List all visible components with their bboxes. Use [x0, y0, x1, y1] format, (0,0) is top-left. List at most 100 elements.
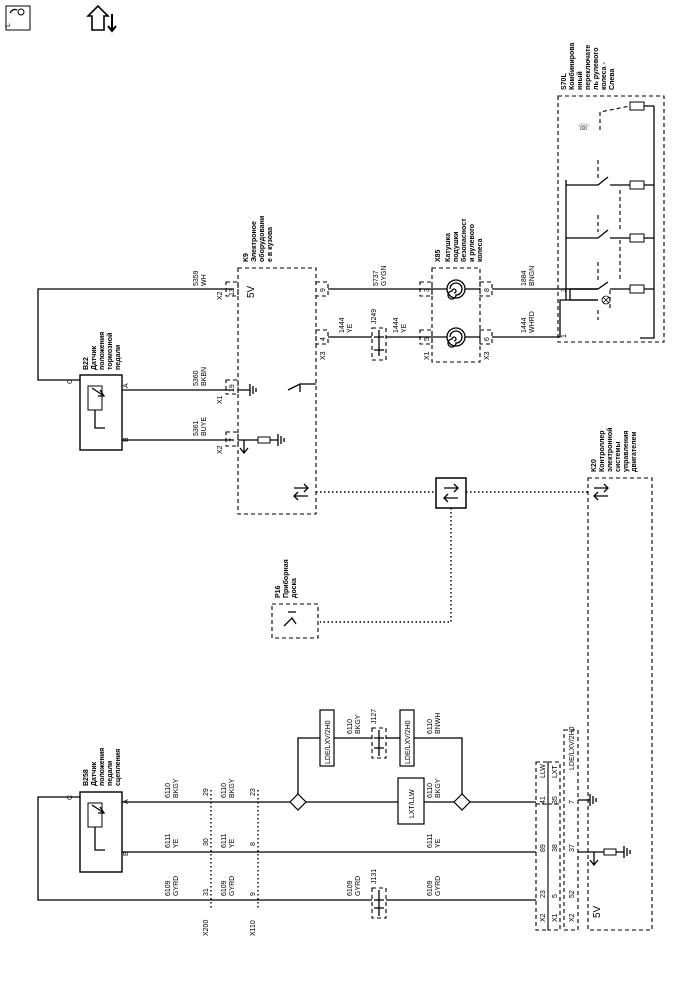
b258-name: Датчикположенияпедалисцепления: [91, 748, 122, 786]
k9-resistor: [257, 436, 271, 444]
k20-pin-38: 38: [552, 844, 559, 852]
k20-module: [587, 477, 653, 931]
wire-1884-color: BNGN: [529, 266, 536, 286]
wire-1444-c-circuit: 1444: [521, 317, 528, 333]
j127-box: [371, 727, 387, 759]
k9-x3-9-pin: 9: [320, 288, 327, 292]
k20-x2-conn-b: X2: [569, 913, 576, 922]
wire-1884-circuit: 1884: [521, 270, 528, 286]
k20-x1-box: [547, 803, 561, 931]
wire-5361-circuit: 5361: [193, 420, 200, 436]
option-junction-1: [289, 793, 307, 811]
k20-pin-7: 7: [569, 800, 576, 804]
k9-x3-4-conn: X3: [320, 351, 327, 360]
k20-voltage: 5V: [592, 905, 603, 918]
p16-module: [271, 603, 319, 639]
k20-opt-label: LDE/LXV/2H0: [569, 726, 576, 770]
x85-module: [431, 267, 481, 363]
x85-x1-conn: X1: [424, 351, 431, 360]
s70l-internal-circuit: ☏: [565, 101, 655, 339]
wire-1444-c: [492, 299, 598, 338]
opt3-label: LXT/LLW: [409, 789, 416, 818]
k9-x1-19-conn: X1: [217, 395, 224, 404]
x85-pin5: 5: [424, 337, 431, 341]
b258-sensor: [79, 791, 123, 873]
j131-box: [371, 887, 387, 919]
s70l-pin1: 1: [561, 334, 568, 338]
comm-line-p16: [320, 508, 452, 623]
x110-pin-23: 23: [250, 788, 257, 796]
comm-gateway-box: [435, 477, 467, 509]
comm-gateway-icon: [443, 483, 459, 503]
k9-ground-1: [238, 384, 257, 396]
k9-x2-7-conn: X2: [217, 445, 224, 454]
k9-x2-7-box: [225, 431, 239, 447]
x200-pin-31: 31: [203, 888, 210, 896]
s70l-module: [557, 95, 665, 343]
x85-internal: [432, 288, 480, 338]
wire-6110-b-color: BKGY: [229, 778, 236, 798]
k20-pin-52: 52: [569, 890, 576, 898]
b22-sensor: [79, 374, 123, 451]
x85-pin3-box: [419, 281, 433, 297]
b22-name: Датчикположениятормознойпедали: [91, 332, 122, 370]
k9-switch: [287, 382, 316, 392]
wire-5359-circuit: 5359: [193, 270, 200, 286]
k20-ref: K20: [591, 459, 598, 472]
k20-comm-icon: [593, 483, 609, 501]
p16-icon: [283, 611, 297, 627]
wire-5361-color: BUYE: [201, 417, 208, 436]
k9-x3-4-box: [315, 329, 329, 345]
k9-x3-9-box: [315, 281, 329, 297]
k20-lxt: LXT: [552, 764, 559, 778]
wire-6111-a-circuit: 6111: [165, 833, 172, 848]
k9-x3-4-pin: 4: [320, 337, 327, 341]
x110-pin-9: 9: [250, 892, 257, 896]
wire-5737-color: GYGN: [381, 265, 388, 286]
k9-x1-19-pin: 19: [229, 384, 236, 392]
wire-6110-d-color: BNWH: [435, 713, 442, 734]
k9-x2-13-conn: X2: [217, 291, 224, 300]
location-icon[interactable]: L: [5, 5, 31, 31]
wire-6110-branch: [297, 737, 320, 794]
wire-1444-b-circuit: 1444: [393, 317, 400, 333]
opt1-label: LDE/LXV/2H0: [325, 720, 332, 764]
k20-ground-1: [578, 794, 597, 806]
wire-5359-color: WH: [201, 274, 208, 286]
wire-6111-b-color: YE: [229, 838, 236, 848]
j249-splice: [374, 330, 384, 356]
j131-ref: J131: [371, 869, 378, 884]
x85-pin8: 8: [484, 288, 491, 292]
wire-6109-c-circuit: 6109: [347, 880, 354, 896]
k20-pin-5: 5: [552, 894, 559, 898]
wire-6110-e-circuit: 6110: [427, 783, 434, 798]
option-junction-2: [453, 793, 471, 811]
wire-1444-a-circuit: 1444: [339, 317, 346, 333]
j127-splice: [374, 730, 384, 756]
j249-box: [371, 327, 387, 361]
wire-5360-circuit: 5360: [193, 370, 200, 386]
wire-6110-d: [414, 737, 463, 794]
k9-name: Электроноеоборудование в кузова: [251, 216, 274, 262]
k20-pin-23: 23: [540, 890, 547, 898]
b258-ref: B258: [83, 769, 90, 786]
b258-pin-b: B: [123, 851, 130, 856]
opt2-label: LDE/LXV/2H0: [405, 720, 412, 764]
k9-ground-2: [270, 434, 285, 446]
k20-llw-box: [535, 761, 549, 805]
s70l-name: Комбинированныйпереключатель рулевогокол…: [568, 43, 616, 90]
x85-pin5-box: [419, 329, 433, 345]
wire-6110-a-color: BKGY: [173, 778, 180, 798]
k9-comm-icon: [293, 483, 309, 501]
opt3-box: [397, 777, 425, 825]
wire-1444-a-color: YE: [347, 323, 354, 333]
wire-6109-a-color: GYRD: [173, 876, 180, 896]
wire-6110-c-circuit: 6110: [347, 719, 354, 734]
b22-pin-c: C: [67, 379, 74, 384]
k9-arrow-down: [239, 440, 249, 455]
s70l-pin3: 3: [561, 288, 568, 292]
wire-6111-b-circuit: 6111: [221, 833, 228, 848]
navigate-icon[interactable]: [86, 4, 117, 33]
b22-ref: B22: [83, 357, 90, 370]
x200-pin-29: 29: [203, 788, 210, 796]
